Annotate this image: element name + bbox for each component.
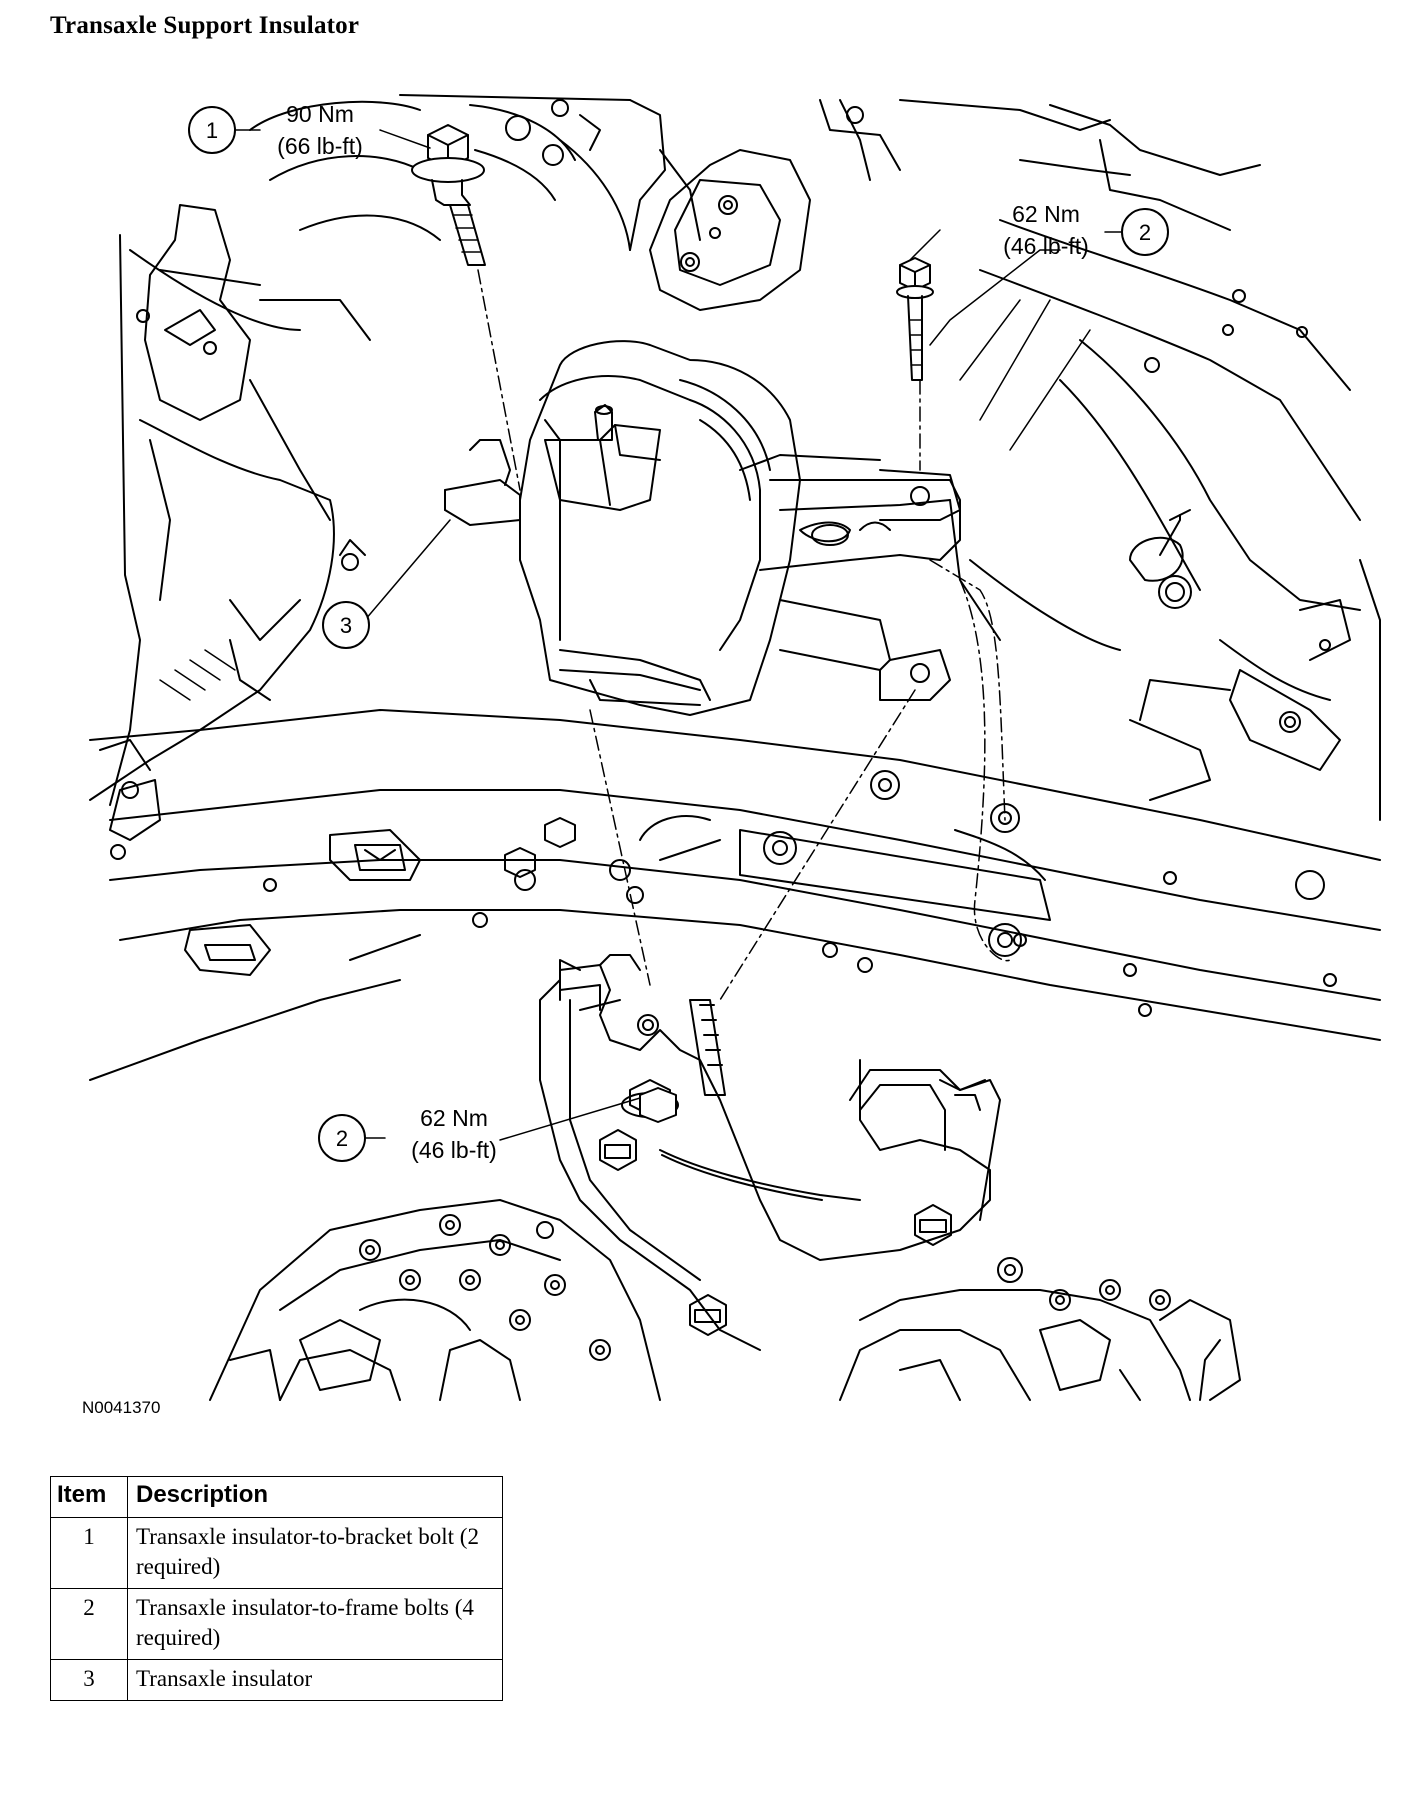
callout-2-upper-circle <box>1121 208 1169 256</box>
legend-header-description: Description <box>127 1476 503 1518</box>
upper-body-panel <box>109 204 371 806</box>
legend-table: Item Description 1 Transaxle insulator-t… <box>50 1476 503 1701</box>
alignment-lines <box>477 269 1011 1001</box>
legend-item-number: 3 <box>50 1659 128 1701</box>
page-title: Transaxle Support Insulator <box>50 12 360 39</box>
table-row: 3 Transaxle insulator <box>50 1659 503 1701</box>
legend-item-description: Transaxle insulator <box>127 1659 503 1701</box>
callout-2-upper-torque-imperial: (46 lb-ft) <box>1003 233 1089 259</box>
legend-header-row: Item Description <box>50 1476 503 1518</box>
callout-1-number: 1 <box>206 118 218 143</box>
callout-2-lower-circle <box>318 1114 366 1162</box>
callout-1-torque-imperial: (66 lb-ft) <box>277 133 363 159</box>
lower-bracket <box>209 954 1241 1401</box>
callout-2-upper-torque-metric: 62 Nm <box>1012 201 1080 227</box>
bolt-2-lower <box>639 1087 677 1123</box>
legend-item-description: Transaxle insulator-to-frame bolts (4 re… <box>127 1588 503 1660</box>
upper-housing <box>249 94 701 251</box>
callout-2-lower-torque-metric: 62 Nm <box>420 1105 488 1131</box>
frame-rail <box>89 709 1381 1081</box>
bolt-1 <box>411 124 486 266</box>
callout-1-torque-metric: 90 Nm <box>286 101 354 127</box>
legend-item-number: 1 <box>50 1517 128 1589</box>
callout-2-lower-torque-imperial: (46 lb-ft) <box>411 1137 497 1163</box>
callout-3-number: 3 <box>340 613 352 638</box>
figure-id: N0041370 <box>82 1398 161 1417</box>
callout-2-upper-number: 2 <box>1139 220 1151 245</box>
upper-right-bracket <box>649 99 1261 311</box>
callout-1-circle <box>188 106 236 154</box>
table-row: 1 Transaxle insulator-to-bracket bolt (2… <box>50 1517 503 1589</box>
legend-item-description: Transaxle insulator-to-bracket bolt (2 r… <box>127 1517 503 1589</box>
exploded-view-drawing: 1 2 3 2 90 Nm (66 lb-ft) 62 Nm (46 lb-ft… <box>89 94 1381 1401</box>
table-row: 2 Transaxle insulator-to-frame bolts (4 … <box>50 1588 503 1660</box>
right-crossmember <box>949 219 1381 821</box>
legend-item-number: 2 <box>50 1588 128 1660</box>
callout-3-circle <box>322 601 370 649</box>
leader-lines <box>235 129 1123 1141</box>
callout-2-lower-number: 2 <box>336 1126 348 1151</box>
transaxle-insulator <box>444 340 961 716</box>
bolt-2-upper <box>896 257 934 381</box>
legend-header-item: Item <box>50 1476 128 1518</box>
